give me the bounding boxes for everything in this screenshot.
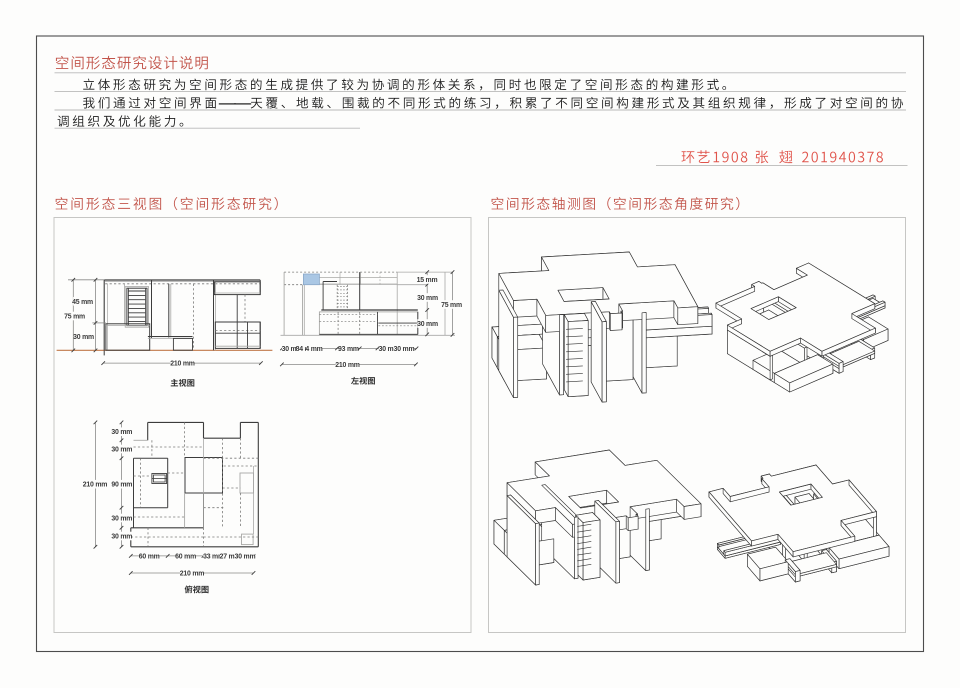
- svg-text:210 mm: 210 mm: [170, 361, 195, 368]
- svg-text:75 mm: 75 mm: [441, 302, 462, 309]
- svg-text:60 mm: 60 mm: [139, 553, 160, 560]
- svg-text:4 mm: 4 mm: [305, 346, 322, 353]
- svg-text:30 mm: 30 mm: [394, 346, 415, 353]
- svg-text:210 mm: 210 mm: [83, 482, 108, 489]
- svg-text:45 mm: 45 mm: [72, 299, 93, 306]
- svg-text:30 mm: 30 mm: [379, 346, 400, 353]
- svg-text:30 mm: 30 mm: [417, 295, 438, 302]
- svg-text:30 mm: 30 mm: [417, 321, 438, 328]
- svg-text:30 mm: 30 mm: [235, 553, 256, 560]
- svg-text:30 mm: 30 mm: [111, 534, 132, 541]
- svg-text:90 mm: 90 mm: [111, 482, 132, 489]
- svg-text:210 mm: 210 mm: [335, 362, 360, 369]
- svg-text:30 mm: 30 mm: [111, 516, 132, 523]
- svg-text:30 mm: 30 mm: [73, 334, 94, 341]
- svg-text:15 mm: 15 mm: [417, 277, 438, 284]
- svg-text:30 mm: 30 mm: [282, 346, 303, 353]
- svg-text:210 mm: 210 mm: [180, 571, 205, 578]
- svg-text:75 mm: 75 mm: [64, 314, 85, 321]
- svg-text:27 mm: 27 mm: [220, 553, 241, 560]
- svg-text:60 mm: 60 mm: [175, 553, 196, 560]
- svg-text:30 mm: 30 mm: [111, 447, 132, 454]
- svg-text:33 mm: 33 mm: [203, 553, 224, 560]
- svg-text:30 mm: 30 mm: [111, 429, 132, 436]
- svg-text:93 mm: 93 mm: [338, 346, 359, 353]
